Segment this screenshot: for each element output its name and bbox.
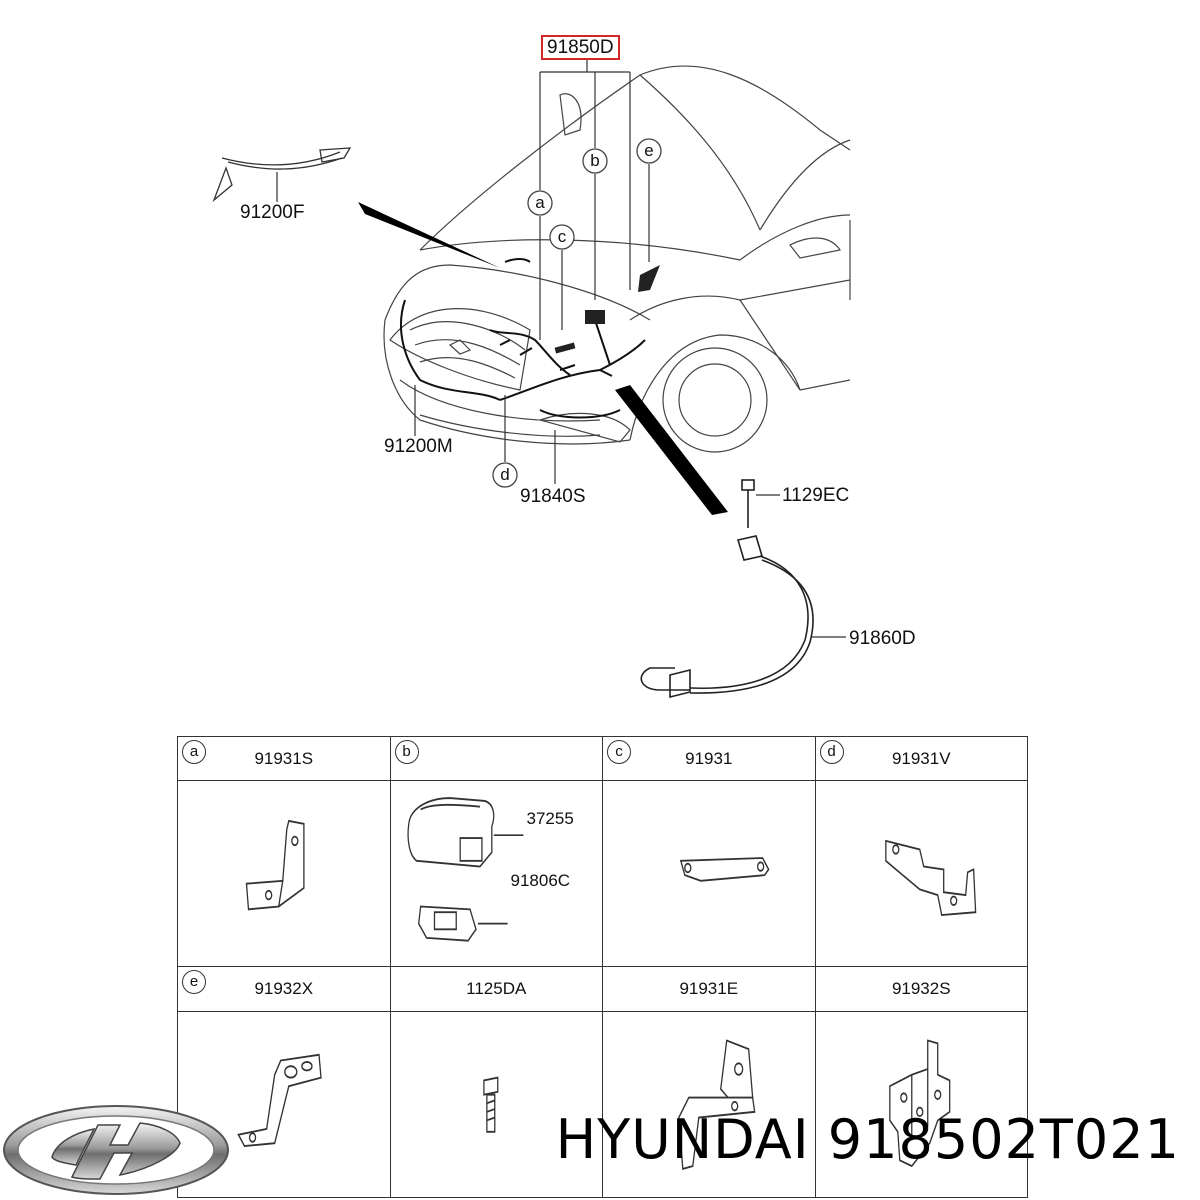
table-header-cell: a 91931S	[177, 735, 391, 782]
letter-b: b	[590, 151, 600, 170]
part-image-cell	[814, 780, 1028, 968]
table-header-cell: 1125DA	[389, 966, 603, 1012]
bracket-icon	[884, 839, 976, 917]
part-number: 91932S	[891, 979, 951, 999]
letter-badge: c	[607, 740, 631, 764]
sub-part-number: 91806C	[510, 871, 571, 891]
part-number: 91931E	[679, 979, 739, 999]
wiring-diagram: 91850D 91200F 91200M 91840S 1129EC 91860…	[212, 35, 916, 699]
part-image-cell	[389, 1010, 603, 1199]
connector-icon	[406, 797, 523, 942]
letter-badge: a	[182, 740, 206, 764]
callout-91860D: 91860D	[849, 628, 916, 649]
car-front-illustration	[212, 58, 851, 699]
part-number: 91932X	[254, 979, 314, 999]
table-image-row	[177, 1010, 1028, 1199]
letter-c: c	[557, 227, 567, 246]
letter-a: a	[535, 193, 545, 212]
letter-badge: e	[182, 970, 206, 995]
callout-91200M: 91200M	[384, 436, 453, 457]
part-number: 91931	[685, 748, 733, 768]
callout-91200F: 91200F	[240, 202, 305, 223]
table-header-cell: d 91931V	[814, 735, 1028, 782]
letter-badge: d	[819, 740, 844, 764]
bracket-icon	[679, 857, 770, 882]
bracket-icon	[245, 820, 305, 911]
letter-badge: b	[394, 740, 419, 764]
table-header-cell: 91932S	[814, 966, 1028, 1012]
table-header-cell: e 91932X	[177, 966, 391, 1012]
table-header-cell: 91931E	[602, 966, 816, 1012]
table-header-cell: c 91931	[602, 735, 816, 782]
sub-part-number: 37255	[526, 809, 574, 829]
part-number: 91931S	[254, 748, 314, 768]
part-image-cell: 37255 91806C	[389, 780, 603, 968]
bracket-icon	[888, 1038, 950, 1167]
table-header-row: a 91931S b c 91931 d 91931V	[177, 735, 1028, 782]
bracket-icon	[678, 1038, 756, 1170]
letter-d: d	[500, 465, 510, 484]
bracket-icon	[237, 1053, 322, 1147]
part-image-cell	[814, 1010, 1028, 1199]
brand-part-number: HYUNDAI 918502T021	[555, 1108, 1180, 1171]
part-number: 91931V	[891, 748, 951, 768]
callout-1129EC: 1129EC	[782, 485, 850, 506]
part-image-cell	[602, 780, 816, 968]
table-header-cell: b	[389, 735, 603, 782]
table-header-row: e 91932X 1125DA 91931E 91932S	[177, 966, 1028, 1012]
callout-91840S: 91840S	[520, 486, 586, 507]
table-image-row: 37255 91806C	[177, 780, 1028, 968]
part-image-cell	[602, 1010, 816, 1199]
letter-e: e	[644, 141, 654, 160]
parts-table: a 91931S b c 91931 d 91931V	[177, 735, 1028, 1199]
part-number: 1125DA	[466, 979, 527, 999]
callout-main-part: 91850D	[541, 35, 620, 60]
hyundai-logo-icon	[3, 1105, 229, 1195]
bolt-icon	[482, 1076, 498, 1133]
part-image-cell	[177, 780, 391, 968]
